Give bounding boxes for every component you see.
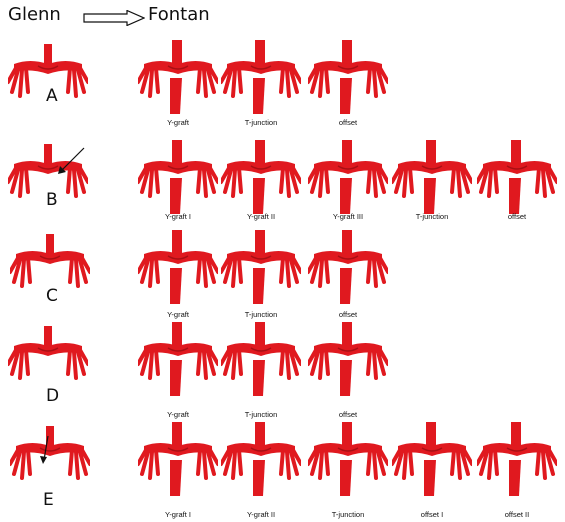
- fontan-caption-a-2: T-junction: [245, 118, 278, 127]
- fontan-caption-d-2: T-junction: [245, 410, 278, 419]
- fontan-vessel-b-5: [477, 138, 557, 223]
- fontan-vessel-c-2: [221, 228, 301, 313]
- fontan-title: Fontan: [148, 4, 210, 25]
- fontan-caption-a-1: Y-graft: [167, 118, 189, 127]
- fontan-caption-c-1: Y-graft: [167, 310, 189, 319]
- glenn-title: Glenn: [8, 4, 61, 25]
- fontan-vessel-e-4: [392, 420, 472, 505]
- fontan-caption-d-1: Y-graft: [167, 410, 189, 419]
- fontan-caption-b-3: Y-graft III: [333, 212, 363, 221]
- fontan-caption-c-2: T-junction: [245, 310, 278, 319]
- fontan-caption-b-1: Y-graft I: [165, 212, 191, 221]
- fontan-vessel-e-1: [138, 420, 218, 505]
- fontan-vessel-d-3: [308, 320, 388, 405]
- fontan-vessel-a-3: [308, 38, 388, 123]
- fontan-vessel-d-1: [138, 320, 218, 405]
- fontan-caption-b-4: T-junction: [416, 212, 449, 221]
- fontan-vessel-c-3: [308, 228, 388, 313]
- glenn-vessel-d: [8, 320, 88, 405]
- pointer-arrow-icon: [52, 146, 92, 186]
- fontan-caption-a-3: offset: [339, 118, 357, 127]
- fontan-caption-b-5: offset: [508, 212, 526, 221]
- glenn-vessel-c: [10, 228, 90, 313]
- fontan-caption-d-3: offset: [339, 410, 357, 419]
- fontan-vessel-c-1: [138, 228, 218, 313]
- fontan-vessel-b-1: [138, 138, 218, 223]
- fontan-vessel-e-3: [308, 420, 388, 505]
- fontan-vessel-d-2: [221, 320, 301, 405]
- pointer-arrow-icon: [28, 434, 68, 474]
- fontan-vessel-a-2: [221, 38, 301, 123]
- fontan-caption-c-3: offset: [339, 310, 357, 319]
- glenn-vessel-a: [8, 38, 88, 123]
- fontan-caption-e-5: offset II: [505, 510, 529, 519]
- fontan-vessel-b-2: [221, 138, 301, 223]
- fontan-vessel-e-2: [221, 420, 301, 505]
- fontan-caption-e-1: Y-graft I: [165, 510, 191, 519]
- fontan-vessel-a-1: [138, 38, 218, 123]
- right-arrow-icon: [83, 10, 145, 26]
- fontan-caption-b-2: Y-graft II: [247, 212, 275, 221]
- fontan-vessel-b-4: [392, 138, 472, 223]
- fontan-caption-e-2: Y-graft II: [247, 510, 275, 519]
- fontan-vessel-b-3: [308, 138, 388, 223]
- fontan-caption-e-4: offset I: [421, 510, 443, 519]
- fontan-vessel-e-5: [477, 420, 557, 505]
- fontan-caption-e-3: T-junction: [332, 510, 365, 519]
